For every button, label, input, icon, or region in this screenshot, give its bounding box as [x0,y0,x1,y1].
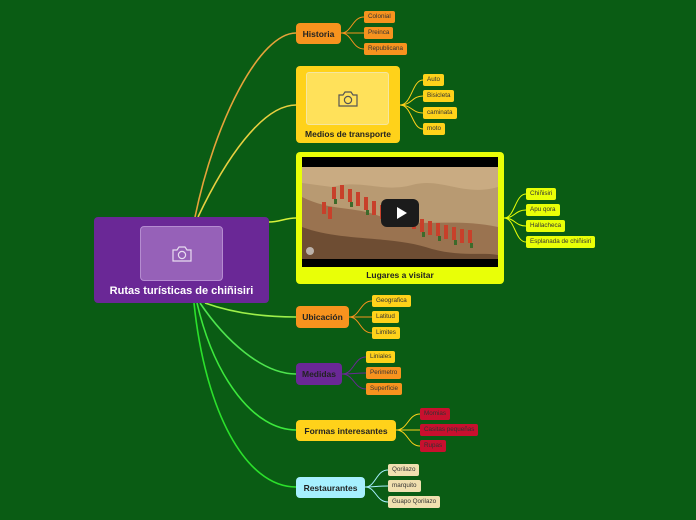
leaf-republicana[interactable]: Republicana [364,43,408,55]
leaf-auto[interactable]: Auto [423,74,444,86]
leaf-label: Limites [376,329,396,336]
leaf-label: Perimetro [370,369,398,376]
root-label: Rutas turísticas de chiñisiri [109,285,254,297]
leaf-perimetro[interactable]: Perimetro [366,367,402,379]
branch-restaurantes[interactable]: Restaurantes [296,477,365,498]
leaf-casitas-pequenas[interactable]: Casitas pequeñas [420,424,479,436]
leaf-bisicleta[interactable]: Bisicleta [423,90,455,102]
leaf-esplanada[interactable]: Esplanada de chiñisiri [526,236,596,248]
branch-historia[interactable]: Historia [296,23,341,44]
leaf-label: Rupas [424,442,443,449]
branch-ubicacion[interactable]: Ubicación [296,306,349,328]
leaf-label: Superficie [370,385,399,392]
leaf-limites[interactable]: Limites [372,327,400,339]
branch-label: Historia [302,28,335,39]
leaf-label: marquito [392,482,417,489]
leaf-label: moto [427,125,441,132]
branch-label: Lugares a visitar [366,270,434,280]
leaf-caminata[interactable]: caminata [423,107,457,119]
leaf-rupas[interactable]: Rupas [420,440,447,452]
leaf-label: Auto [427,76,440,83]
branch-medios-de-transporte[interactable]: Medios de transporte [296,66,400,143]
leaf-geografica[interactable]: Geografica [372,295,411,307]
leaf-label: Apu qora [530,206,556,213]
leaf-label: Chiñisiri [530,190,553,197]
leaf-apu-qora[interactable]: Apu qora [526,204,560,216]
leaf-label: Republicana [368,45,404,52]
leaf-label: Momias [424,410,447,417]
branch-label: Medidas [301,369,336,379]
video-thumbnail[interactable] [302,157,498,267]
branch-lugares-a-visitar[interactable]: Lugares a visitar [296,152,504,284]
leaf-label: Qorilazo [392,466,416,473]
leaf-label: Preinca [368,29,390,36]
play-button[interactable] [381,199,419,227]
branch-label: Ubicación [302,312,343,322]
leaf-marquito[interactable]: marquito [388,480,421,492]
leaf-moto[interactable]: moto [423,123,445,135]
play-icon [396,207,407,219]
leaf-label: caminata [427,109,453,116]
root-photo-placeholder[interactable] [140,226,223,281]
photo-placeholder[interactable] [306,72,389,125]
branch-label: Medios de transporte [305,129,391,139]
leaf-label: Casitas pequeñas [424,426,475,433]
leaf-preinca[interactable]: Preinca [364,27,394,39]
leaf-label: Guapo Qorilazo [392,498,437,505]
camera-icon [337,90,358,107]
leaf-colonial[interactable]: Colonial [364,11,395,23]
leaf-momias[interactable]: Momias [420,408,451,420]
leaf-latitud[interactable]: Latitud [372,311,399,323]
leaf-label: Liniales [370,353,392,360]
leaf-label: Latitud [376,313,395,320]
leaf-qorilazo[interactable]: Qorilazo [388,464,420,476]
leaf-liniales[interactable]: Liniales [366,351,396,363]
leaf-label: Hallacheca [530,222,562,229]
leaf-label: Esplanada de chiñisiri [530,238,592,245]
leaf-guapo-qorilazo[interactable]: Guapo Qorilazo [388,496,441,508]
branch-formas-interesantes[interactable]: Formas interesantes [296,420,396,441]
branch-label: Formas interesantes [304,425,388,436]
camera-icon [171,245,192,262]
root-topic[interactable]: Rutas turísticas de chiñisiri [94,217,269,303]
leaf-chinisiri[interactable]: Chiñisiri [526,188,557,200]
leaf-label: Colonial [368,13,391,20]
branch-medidas[interactable]: Medidas [296,363,342,385]
leaf-superficie[interactable]: Superficie [366,383,403,395]
leaf-label: Bisicleta [427,92,451,99]
leaf-label: Geografica [376,297,407,304]
cliff-image [302,157,498,267]
leaf-hallacheca[interactable]: Hallacheca [526,220,566,232]
branch-label: Restaurantes [303,482,358,493]
